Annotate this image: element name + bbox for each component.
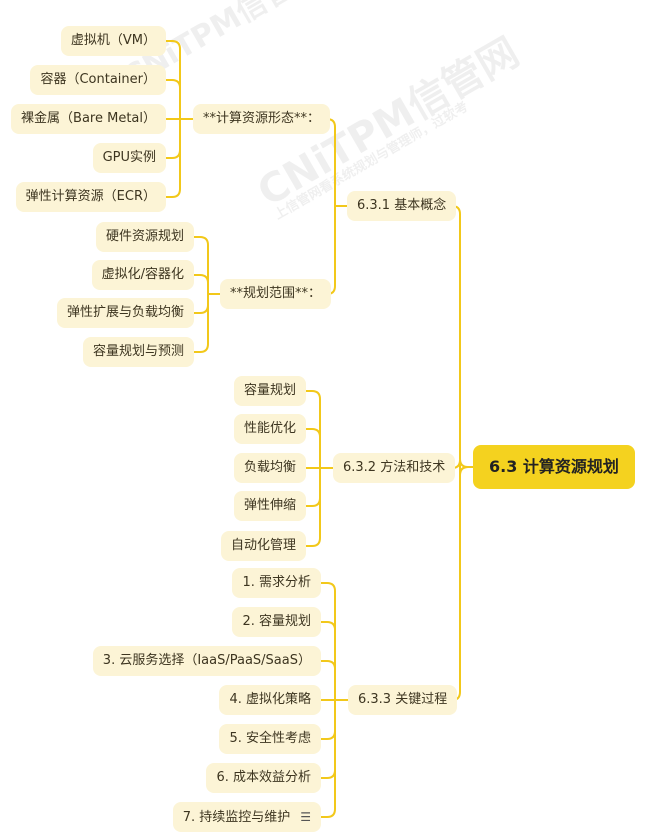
group-planning-scope[interactable]: **规划范围**： (220, 279, 332, 309)
leaf-node[interactable]: GPU实例 (92, 143, 166, 173)
connector (321, 621, 348, 701)
leaf-node[interactable]: 弹性计算资源（ECR） (15, 182, 166, 212)
leaf-node[interactable]: 弹性伸缩 (233, 491, 306, 521)
leaf-node[interactable]: 虚拟机（VM） (60, 26, 166, 56)
leaf-node[interactable]: 5. 安全性考虑 (219, 724, 321, 754)
leaf-label: 7. 持续监控与维护 (182, 810, 291, 825)
connector (326, 118, 347, 207)
leaf-node[interactable]: 7. 持续监控与维护 ☰ (172, 802, 321, 832)
connector (306, 428, 333, 469)
leaf-node[interactable]: 性能优化 (233, 414, 306, 444)
connector (321, 660, 348, 701)
connector (166, 79, 193, 120)
connector (166, 118, 193, 198)
notes-icon[interactable]: ☰ (300, 810, 311, 824)
connector (321, 582, 348, 701)
leaf-node[interactable]: 虚拟化/容器化 (91, 260, 194, 290)
group-resource-forms[interactable]: **计算资源形态**： (193, 104, 331, 134)
connector (194, 236, 220, 295)
connector (326, 205, 347, 295)
leaf-node[interactable]: 3. 云服务选择（IaaS/PaaS/SaaS） (92, 646, 321, 676)
leaf-node[interactable]: 4. 虚拟化策略 (219, 685, 321, 715)
connector (194, 293, 220, 353)
leaf-node[interactable]: 弹性扩展与负载均衡 (56, 298, 194, 328)
leaf-node[interactable]: 1. 需求分析 (232, 568, 321, 598)
leaf-node[interactable]: 6. 成本效益分析 (206, 763, 321, 793)
branch-methods[interactable]: 6.3.2 方法和技术 (333, 453, 456, 483)
leaf-node[interactable]: 裸金属（Bare Metal） (11, 104, 166, 134)
leaf-node[interactable]: 自动化管理 (220, 531, 306, 561)
leaf-node[interactable]: 容量规划 (233, 376, 306, 406)
leaf-node[interactable]: 容器（Container） (30, 65, 166, 95)
connector (166, 40, 193, 120)
branch-key-process[interactable]: 6.3.3 关键过程 (348, 685, 458, 715)
root-node[interactable]: 6.3 计算资源规划 (473, 445, 635, 489)
connector (306, 390, 333, 469)
connector (321, 699, 348, 818)
connector (194, 274, 220, 295)
connector (451, 205, 473, 468)
connector (306, 467, 333, 547)
leaf-node[interactable]: 容量规划与预测 (82, 337, 194, 367)
branch-basic-concepts[interactable]: 6.3.1 基本概念 (347, 191, 457, 221)
leaf-node[interactable]: 硬件资源规划 (95, 222, 194, 252)
connector (451, 466, 473, 701)
leaf-node[interactable]: 负载均衡 (233, 453, 306, 483)
leaf-node[interactable]: 2. 容量规划 (232, 607, 321, 637)
